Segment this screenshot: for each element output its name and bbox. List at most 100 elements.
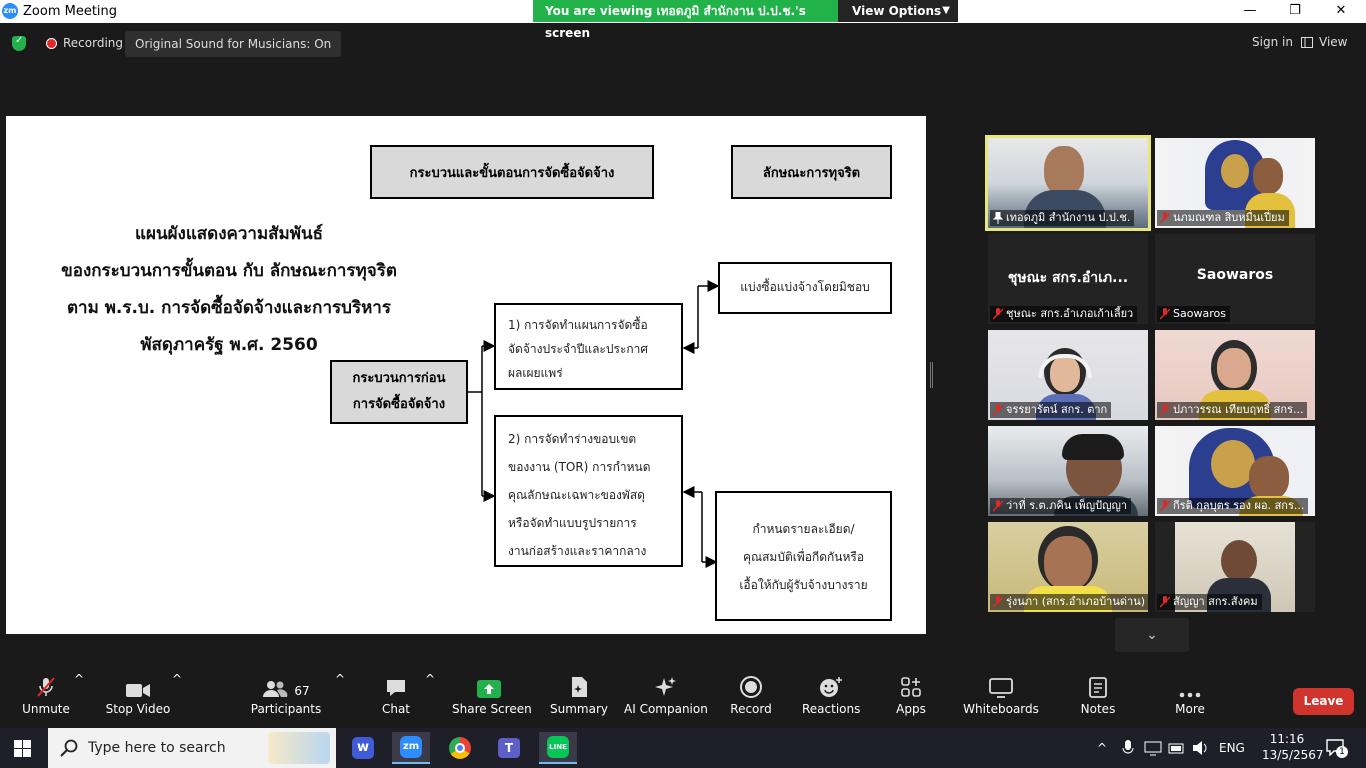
sign-in-button[interactable]: Sign in	[1252, 35, 1293, 49]
screen-share-banner: You are viewing เทอดภูมิ สำนักงาน ป.ป.ช.…	[533, 0, 958, 40]
whiteboards-label: Whiteboards	[963, 702, 1039, 716]
muted-mic-icon	[1160, 212, 1170, 224]
muted-mic-icon	[1160, 404, 1170, 416]
chat-options-caret[interactable]: ^	[425, 672, 436, 686]
video-tile[interactable]: สัญญา สกร.สังคม	[1155, 522, 1315, 612]
share-screen-button[interactable]: Share Screen	[452, 672, 532, 728]
apps-icon	[901, 677, 921, 697]
taskbar-app-icon[interactable]: T	[490, 732, 528, 764]
original-sound-toggle[interactable]: Original Sound for Musicians: On	[125, 31, 342, 57]
video-camera-icon	[126, 684, 150, 697]
participant-name-tag: นภมณฑล สิบหมื่นเปี่ยม	[1157, 210, 1289, 226]
network-icon[interactable]	[1144, 740, 1162, 756]
video-options-caret[interactable]: ^	[172, 672, 183, 686]
participants-button[interactable]: 67 Participants	[250, 672, 322, 728]
taskbar-app-icon[interactable]: zm	[392, 732, 430, 764]
unmute-button[interactable]: Unmute	[18, 672, 74, 728]
battery-icon[interactable]	[1168, 741, 1186, 755]
view-button[interactable]: View	[1301, 31, 1347, 53]
panel-splitter-handle[interactable]	[930, 362, 933, 388]
taskbar-app-icon[interactable]: w	[344, 732, 382, 764]
video-tile[interactable]: Saowaros Saowaros	[1155, 234, 1315, 324]
audio-options-caret[interactable]: ^	[74, 672, 85, 686]
video-tile[interactable]: ปภาวรรณ เทียบฤทธิ์ สกร...	[1155, 330, 1315, 420]
notification-center-button[interactable]: 1	[1326, 738, 1348, 758]
recording-indicator[interactable]: Recording	[40, 33, 129, 53]
windows-start-icon[interactable]	[14, 740, 31, 757]
security-shield-icon[interactable]: ✓	[12, 35, 26, 51]
zoom-app-icon: zm	[400, 736, 422, 758]
box-line: 2) การจัดทำร่างขอบเขต	[508, 432, 637, 446]
taskbar-app-icon[interactable]	[441, 732, 479, 764]
reactions-button[interactable]: Reactions	[802, 672, 860, 728]
box-line: 1) การจัดทำแผนการจัดซื้อ	[508, 318, 648, 332]
summary-label: Summary	[550, 702, 608, 716]
maximize-button[interactable]: ❐	[1289, 3, 1301, 18]
video-tile[interactable]: จรรยารัตน์ สกร. ตาก	[988, 330, 1148, 420]
participant-name: Saowaros	[1173, 307, 1226, 320]
muted-mic-icon	[1160, 596, 1170, 608]
muted-mic-icon	[993, 404, 1003, 416]
search-icon	[60, 739, 78, 757]
box-line: คุณลักษณะเฉพาะของพัสดุ	[508, 488, 645, 502]
volume-icon[interactable]	[1192, 740, 1210, 756]
participants-options-caret[interactable]: ^	[335, 672, 346, 686]
participant-name: ปภาวรรณ เทียบฤทธิ์ สกร...	[1173, 403, 1304, 416]
video-tile[interactable]: ว่าที่ ร.ต.ภคิน เพ็ญปัญญา	[988, 426, 1148, 516]
view-options-label: View Options	[852, 4, 942, 18]
language-indicator[interactable]: ENG	[1219, 741, 1245, 755]
chat-button[interactable]: Chat	[374, 672, 418, 728]
participant-name-tag: กีรติ กุลบุตร รอง ผอ. สกร...	[1157, 498, 1309, 514]
record-dot-icon	[46, 37, 57, 49]
taskbar-search-box[interactable]: Type here to search	[48, 728, 336, 768]
video-tile[interactable]: นภมณฑล สิบหมื่นเปี่ยม	[1155, 138, 1315, 228]
search-placeholder: Type here to search	[88, 740, 226, 756]
participants-label: Participants	[250, 702, 322, 716]
box-line: กระบวนการก่อน	[352, 371, 446, 386]
record-button[interactable]: Record	[728, 672, 774, 728]
whiteboard-icon	[989, 678, 1013, 698]
stop-video-button[interactable]: Stop Video	[104, 672, 172, 728]
notification-icon	[1326, 739, 1344, 757]
microphone-icon[interactable]	[1122, 740, 1134, 756]
ai-sparkle-icon	[655, 677, 676, 696]
taskbar-clock[interactable]: 11:16 13/5/2567	[1262, 731, 1324, 763]
tray-overflow-icon[interactable]: ^	[1097, 741, 1108, 755]
participant-name: รุ่งนภา (สกร.อำเภอบ้านด่าน)	[1006, 595, 1146, 608]
taskbar-app-icon[interactable]: LINE	[539, 732, 577, 764]
notes-button[interactable]: Notes	[1076, 672, 1120, 728]
line-app-icon: LINE	[547, 736, 569, 758]
search-highlight-icon	[268, 732, 330, 764]
chevron-down-icon: ▼	[942, 5, 950, 16]
video-tile[interactable]: เทอดภูมิ สำนักงาน ป.ป.ช.	[985, 135, 1151, 231]
participant-name-tag: ปภาวรรณ เทียบฤทธิ์ สกร...	[1157, 402, 1308, 418]
participant-name-tag: เทอดภูมิ สำนักงาน ป.ป.ช.	[990, 210, 1135, 226]
participant-name-tag: ชุษณะ สกร.อำเภอเก้าเลี้ยว	[990, 306, 1138, 322]
leave-button[interactable]: Leave	[1293, 688, 1354, 715]
record-label: Record	[730, 702, 772, 716]
participant-name: เทอดภูมิ สำนักงาน ป.ป.ช.	[1006, 211, 1131, 224]
viewing-screen-message: You are viewing เทอดภูมิ สำนักงาน ป.ป.ช.…	[533, 0, 838, 40]
whiteboards-button[interactable]: Whiteboards	[962, 672, 1040, 728]
shared-screen: กระบวนและขั้นตอนการจัดซื้อจัดจ้าง ลักษณะ…	[6, 116, 926, 634]
minimize-button[interactable]: —	[1243, 3, 1257, 18]
summary-button[interactable]: Summary	[548, 672, 610, 728]
header-procurement-process: กระบวนและขั้นตอนการจัดซื้อจัดจ้าง	[370, 145, 654, 199]
apps-button[interactable]: Apps	[892, 672, 930, 728]
more-button[interactable]: More	[1168, 672, 1212, 728]
video-tile[interactable]: ชุษณะ สกร.อำเภ... ชุษณะ สกร.อำเภอเก้าเลี…	[988, 234, 1148, 324]
gallery-next-page-button[interactable]: ⌄	[1115, 618, 1189, 652]
participant-name: ว่าที่ ร.ต.ภคิน เพ็ญปัญญา	[1006, 499, 1128, 512]
ai-companion-button[interactable]: AI Companion	[624, 672, 708, 728]
clock-date: 13/5/2567	[1262, 748, 1324, 762]
summary-icon	[572, 677, 587, 697]
window-title: Zoom Meeting	[23, 4, 118, 19]
reactions-label: Reactions	[802, 702, 861, 716]
video-tile[interactable]: รุ่งนภา (สกร.อำเภอบ้านด่าน)	[988, 522, 1148, 612]
video-tile[interactable]: กีรติ กุลบุตร รอง ผอ. สกร...	[1155, 426, 1315, 516]
view-options-button[interactable]: View Options ▼	[838, 0, 958, 22]
participant-name: กีรติ กุลบุตร รอง ผอ. สกร...	[1173, 499, 1305, 512]
participants-icon	[263, 681, 288, 697]
close-button[interactable]: ✕	[1335, 3, 1347, 18]
notification-count-badge: 1	[1336, 746, 1348, 758]
